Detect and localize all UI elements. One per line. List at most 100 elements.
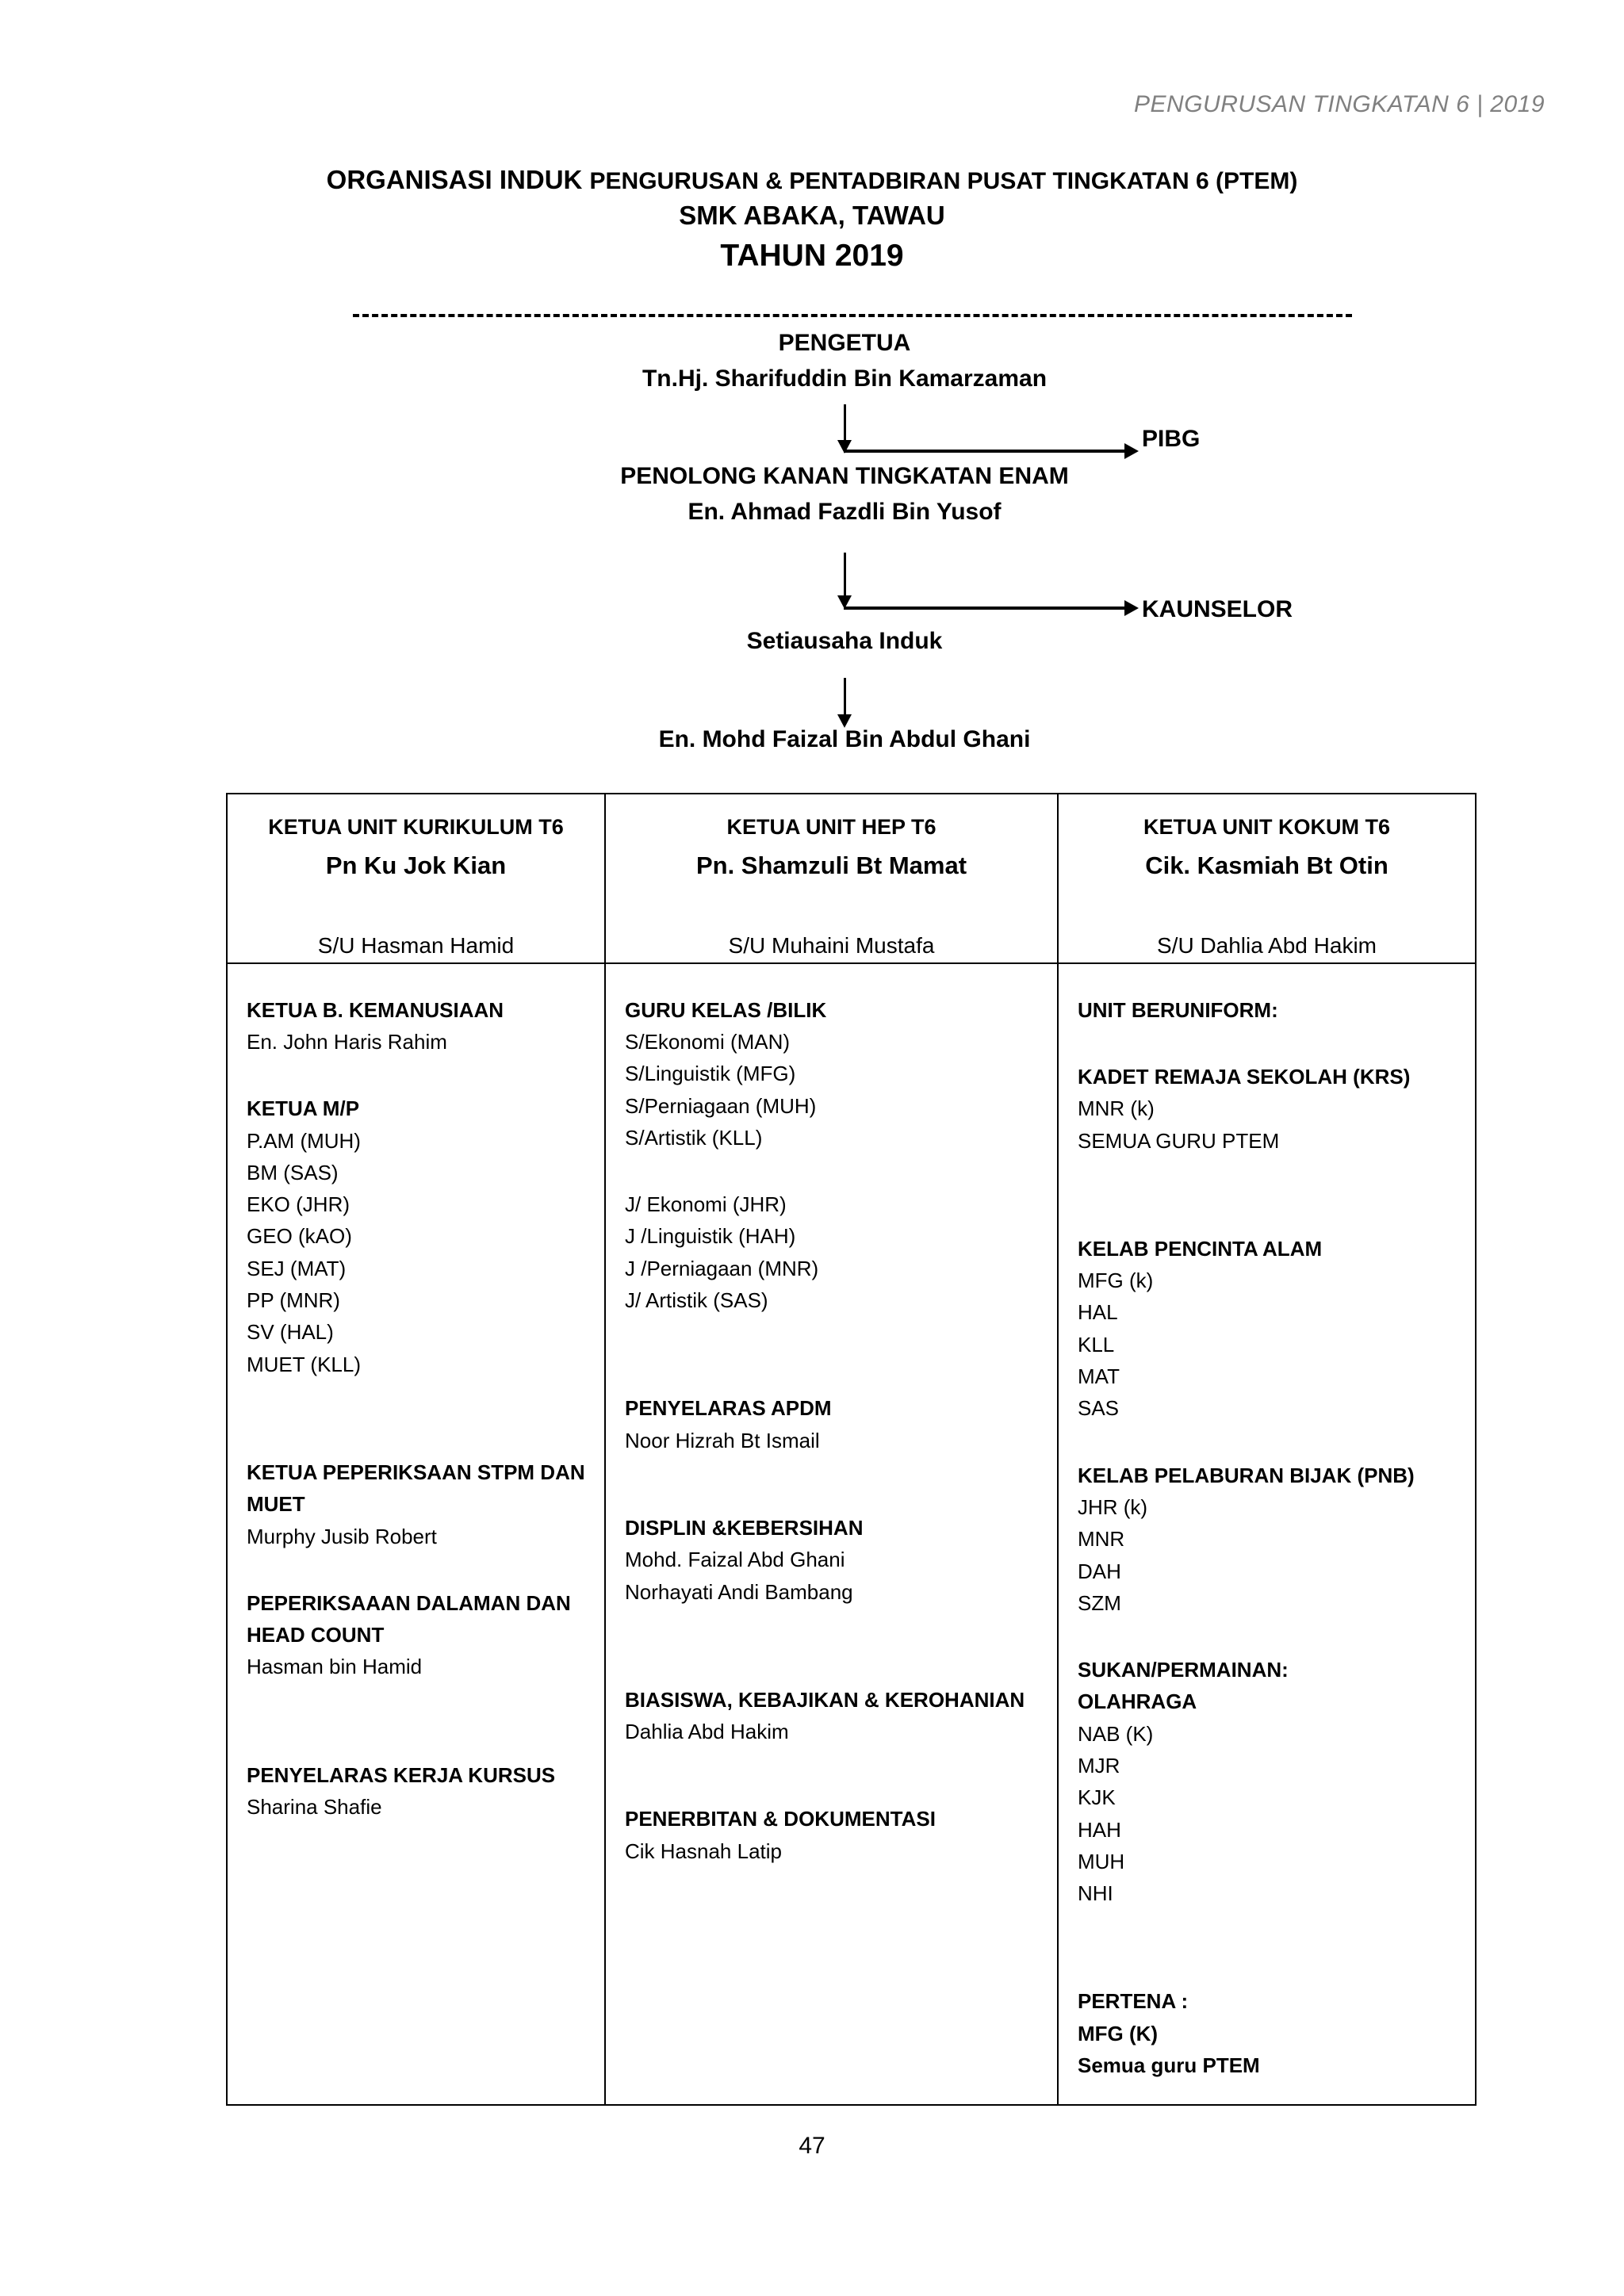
section-item: SV (HAL) [247,1320,334,1345]
section-spacer [1078,1425,1475,1460]
section-spacer [247,1823,604,1843]
section-spacer [1078,1026,1475,1061]
pkte-role: PENOLONG KANAN TINGKATAN ENAM [620,463,1069,489]
section-heading: KETUA M/P [247,1096,360,1121]
section-item: MFG (K) [1078,2021,1159,2045]
arrow-down-setiausaha-to-name [837,678,852,728]
section-item: MAT [1078,1364,1120,1389]
unit-header-hep: KETUA UNIT HEP T6 Pn. Shamzuli Bt Mamat … [604,793,1059,964]
pengetua-role: PENGETUA [778,330,911,356]
pkte-name: En. Ahmad Fazdli Bin Yusof [688,499,1002,525]
arrow-down-pkte-to-setiausaha [837,553,852,609]
setiausaha-role: Setiausaha Induk [746,628,943,654]
section-item: SZM [1078,1590,1121,1615]
section-item: J /Linguistik (HAH) [625,1224,796,1249]
section-item: J /Perniagaan (MNR) [625,1256,819,1280]
section-item: Mohd. Faizal Abd Ghani [625,1548,845,1572]
section-item: S/Ekonomi (MAN) [625,1029,791,1054]
org-chart: PENGETUA Tn.Hj. Sharifuddin Bin Kamarzam… [0,0,1624,793]
section-subheading: OLAHRAGA [1078,1689,1197,1714]
section-spacer [625,1316,1057,1392]
section-spacer [247,1683,604,1759]
section-item: JHR (k) [1078,1494,1148,1519]
unit-header-kurikulum: KETUA UNIT KURIKULUM T6 Pn Ku Jok Kian S… [226,793,606,964]
section-heading: KADET REMAJA SEKOLAH (KRS) [1078,1064,1411,1089]
section-spacer [1078,2081,1475,2102]
document-title-line1: ORGANISASI INDUK PENGURUSAN & PENTADBIRA… [0,163,1624,198]
unit-secretary: S/U Muhaini Mustafa [728,932,935,958]
section-item: MJR [1078,1753,1120,1777]
section-item: Murphy Jusib Robert [247,1524,437,1548]
section-heading: PEPERIKSAAAN DALAMAN DAN HEAD COUNT [247,1590,571,1647]
unit-section: PERTENA :MFG (K)Semua guru PTEM [1078,1985,1475,2081]
unit-body-kokum: UNIT BERUNIFORM: KADET REMAJA SEKOLAH (KR… [1057,962,1477,2106]
dashed-separator [353,314,1352,317]
unit-body-hep: GURU KELAS /BILIK S/Ekonomi (MAN) S/Lingui… [604,962,1059,2106]
unit-section: GURU KELAS /BILIK S/Ekonomi (MAN) S/Lingui… [625,994,1057,1154]
section-heading: PENYELARAS APDM [625,1396,832,1421]
unit-leader: Pn Ku Jok Kian [325,851,507,880]
arrow-right-to-kaunselor [844,600,1139,616]
section-item: Cik Hasnah Latip [625,1839,782,1863]
document-title-year: TAHUN 2019 [720,239,904,274]
section-spacer [1078,1157,1475,1233]
unit-title: KETUA UNIT KOKUM T6 [1143,815,1390,839]
running-header: PENGURUSAN TINGKATAN 6 | 2019 [1134,91,1545,117]
section-item: DAH [1078,1559,1121,1583]
unit-body-kurikulum: KETUA B. KEMANUSIAAN En. John Haris Rahim… [226,962,606,2106]
section-item: En. John Haris Rahim [247,1029,447,1054]
section-item: MUET (KLL) [247,1352,361,1376]
units-header-row: KETUA UNIT KURIKULUM T6 Pn Ku Jok Kian S… [226,793,1477,964]
unit-secretary: S/U Dahlia Abd Hakim [1156,932,1377,958]
section-spacer [625,1456,1057,1512]
section-item: J/ Artistik (SAS) [625,1288,768,1313]
title-block: ORGANISASI INDUK PENGURUSAN & PENTADBIRA… [0,163,1624,278]
setiausaha-name: En. Mohd Faizal Bin Abdul Ghani [658,726,1031,752]
section-heading: BIASISWA, KEBAJIKAN & KEROHANIAN [625,1687,1025,1712]
section-spacer [625,1608,1057,1684]
unit-section: PENYELARAS APDM Noor Hizrah Bt Ismail [625,1392,1057,1456]
section-spacer [625,1867,1057,1888]
section-item: PP (MNR) [247,1288,340,1313]
section-heading: PENERBITAN & DOKUMENTASI [625,1807,936,1831]
section-item: HAH [1078,1817,1121,1842]
section-spacer [1078,1909,1475,1985]
section-item: SEMUA GURU PTEM [1078,1128,1280,1153]
section-item: SAS [1078,1396,1120,1421]
arrow-right-to-pibg [844,443,1139,459]
section-item: Semua guru PTEM [1078,2053,1260,2078]
units-table: KETUA UNIT KURIKULUM T6 Pn Ku Jok Kian S… [226,793,1477,2106]
section-item: Noor Hizrah Bt Ismail [625,1428,820,1452]
section-spacer [247,1058,604,1093]
unit-section: UNIT BERUNIFORM: [1078,994,1475,1026]
section-item: J/ Ekonomi (JHR) [625,1192,787,1217]
section-heading: KETUA PEPERIKSAAN STPM DAN MUET [247,1460,585,1517]
arrow-down-pengetua-to-pkte [837,404,852,453]
section-heading: KETUA B. KEMANUSIAAN [247,997,504,1022]
org-node-pengetua: PENGETUA Tn.Hj. Sharifuddin Bin Kamarzam… [642,325,1047,396]
org-node-penolong-kanan: PENOLONG KANAN TINGKATAN ENAM En. Ahmad … [620,458,1069,530]
pengetua-name: Tn.Hj. Sharifuddin Bin Kamarzaman [642,365,1048,392]
section-item: S/Artistik (KLL) [625,1125,763,1150]
unit-leader: Pn. Shamzuli Bt Mamat [695,851,967,880]
section-item: Norhayati Andi Bambang [625,1579,853,1604]
unit-leader: Cik. Kasmiah Bt Otin [1145,851,1388,880]
unit-section: KETUA PEPERIKSAAN STPM DAN MUET Murphy Ju… [247,1456,604,1552]
section-item: MNR [1078,1527,1125,1552]
section-heading: GURU KELAS /BILIK [625,997,827,1022]
unit-section: PENERBITAN & DOKUMENTASI Cik Hasnah Latip [625,1803,1057,1867]
org-node-setiausaha-induk: Setiausaha Induk [747,623,943,659]
unit-section: J/ Ekonomi (JHR) J /Linguistik (HAH) J /Pe… [625,1188,1057,1316]
section-item: S/Linguistik (MFG) [625,1062,796,1086]
section-item: MFG (k) [1078,1269,1154,1293]
section-heading: KELAB PENCINTA ALAM [1078,1236,1323,1261]
section-item: MNR (k) [1078,1096,1155,1121]
section-item: Sharina Shafie [247,1794,382,1819]
unit-title: KETUA UNIT KURIKULUM T6 [268,815,564,839]
org-node-pibg: PIBG [1142,426,1201,452]
section-heading: PENYELARAS KERJA KURSUS [247,1762,556,1787]
section-item: SEJ (MAT) [247,1256,347,1280]
section-item: GEO (kAO) [247,1224,352,1249]
